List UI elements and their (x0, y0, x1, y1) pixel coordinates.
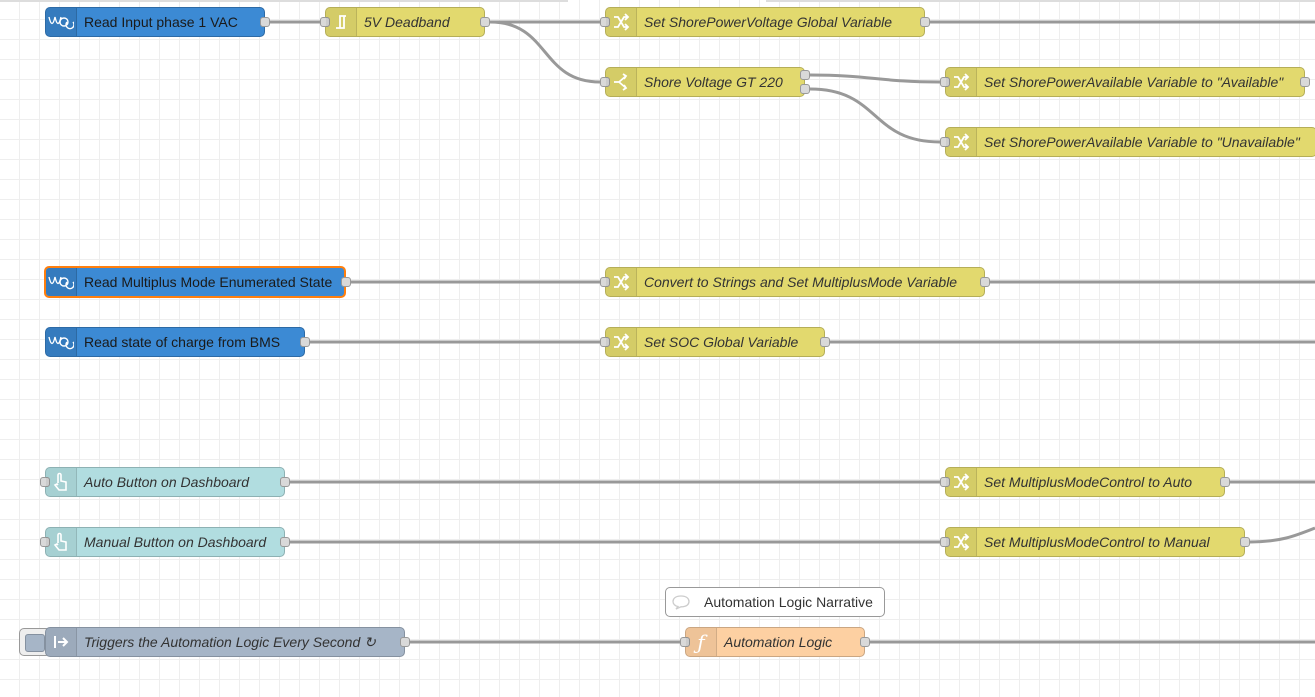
victron-icon (46, 268, 77, 296)
node-label: Set MultiplusModeControl to Auto (984, 474, 1193, 490)
wire (1249, 526, 1315, 544)
node-read-input-phase-1-vac[interactable]: Read Input phase 1 VAC (45, 7, 270, 37)
comment-icon (666, 588, 696, 616)
output-port[interactable] (920, 17, 930, 27)
node-label: Triggers the Automation Logic Every Seco… (84, 634, 376, 650)
node-automation-logic-narrative[interactable]: Automation Logic Narrative (665, 587, 885, 617)
change-icon (946, 68, 977, 96)
output-port[interactable] (1220, 477, 1230, 487)
output-port[interactable] (400, 637, 410, 647)
change-icon (606, 328, 637, 356)
node-label: Automation Logic (724, 634, 833, 650)
input-port[interactable] (600, 17, 610, 27)
node-auto-button[interactable]: Auto Button on Dashboard (40, 467, 290, 497)
change-icon (946, 528, 977, 556)
node-trigger-every-second[interactable]: Triggers the Automation Logic Every Seco… (45, 627, 410, 657)
node-label: Read Multiplus Mode Enumerated State (84, 274, 333, 290)
input-port[interactable] (40, 477, 50, 487)
wire (809, 87, 941, 144)
node-read-state-of-charge[interactable]: Read state of charge from BMS (45, 327, 310, 357)
wire (809, 73, 941, 84)
change-icon (946, 468, 977, 496)
change-icon (606, 268, 637, 296)
dashboard-button-icon (46, 528, 77, 556)
node-label: Automation Logic Narrative (704, 594, 873, 610)
node-set-mode-control-manual[interactable]: Set MultiplusModeControl to Manual (940, 527, 1250, 557)
input-port[interactable] (600, 337, 610, 347)
change-icon (946, 128, 977, 156)
output-port[interactable] (280, 537, 290, 547)
output-port[interactable] (820, 337, 830, 347)
node-label: Read state of charge from BMS (84, 334, 281, 350)
node-label: Set ShorePowerAvailable Variable to "Ava… (984, 74, 1284, 90)
node-label: Manual Button on Dashboard (84, 534, 267, 550)
change-icon (606, 8, 637, 36)
input-port[interactable] (940, 77, 950, 87)
canvas-top-edge (0, 0, 568, 2)
victron-icon (46, 328, 77, 356)
output-port[interactable] (800, 84, 810, 94)
node-manual-button[interactable]: Manual Button on Dashboard (40, 527, 290, 557)
input-port[interactable] (600, 77, 610, 87)
output-port[interactable] (300, 337, 310, 347)
deadband-icon (326, 8, 357, 36)
output-port[interactable] (480, 17, 490, 27)
node-5v-deadband[interactable]: 5V Deadband (320, 7, 490, 37)
output-port[interactable] (1300, 77, 1310, 87)
node-set-mode-control-auto[interactable]: Set MultiplusModeControl to Auto (940, 467, 1230, 497)
output-port[interactable] (980, 277, 990, 287)
node-label: Convert to Strings and Set MultiplusMode… (644, 274, 958, 290)
inject-icon (46, 628, 77, 656)
input-port[interactable] (940, 477, 950, 487)
node-label: Set MultiplusModeControl to Manual (984, 534, 1210, 550)
output-port[interactable] (1240, 537, 1250, 547)
node-set-shorepower-available[interactable]: Set ShorePowerAvailable Variable to "Ava… (940, 67, 1310, 97)
node-label: Auto Button on Dashboard (84, 474, 250, 490)
inject-button-face (25, 634, 45, 652)
node-read-multiplus-mode[interactable]: Read Multiplus Mode Enumerated State (44, 266, 351, 298)
node-label: Set ShorePowerVoltage Global Variable (644, 14, 893, 30)
output-port[interactable] (280, 477, 290, 487)
node-automation-logic[interactable]: ƒ Automation Logic (680, 627, 870, 657)
canvas-top-edge (766, 0, 1315, 2)
input-port[interactable] (940, 537, 950, 547)
input-port[interactable] (680, 637, 690, 647)
node-set-shorepowervoltage[interactable]: Set ShorePowerVoltage Global Variable (600, 7, 930, 37)
node-convert-multiplus-mode[interactable]: Convert to Strings and Set MultiplusMode… (600, 267, 990, 297)
input-port[interactable] (600, 277, 610, 287)
node-label: Set ShorePowerAvailable Variable to "Una… (984, 134, 1300, 150)
switch-icon (606, 68, 637, 96)
node-label: Shore Voltage GT 220 (644, 74, 783, 90)
node-set-shorepower-unavailable[interactable]: Set ShorePowerAvailable Variable to "Una… (940, 127, 1315, 157)
output-port[interactable] (341, 277, 351, 287)
input-port[interactable] (320, 17, 330, 27)
node-set-soc[interactable]: Set SOC Global Variable (600, 327, 830, 357)
output-port[interactable] (860, 637, 870, 647)
wire (489, 20, 601, 84)
dashboard-button-icon (46, 468, 77, 496)
function-icon: ƒ (686, 628, 717, 656)
input-port[interactable] (940, 137, 950, 147)
node-shore-voltage-gt-220[interactable]: Shore Voltage GT 220 (600, 67, 810, 97)
output-port[interactable] (800, 70, 810, 80)
victron-icon (46, 8, 77, 36)
node-label: Set SOC Global Variable (644, 334, 799, 350)
node-label: 5V Deadband (364, 14, 450, 30)
input-port[interactable] (40, 537, 50, 547)
node-label: Read Input phase 1 VAC (84, 14, 238, 30)
output-port[interactable] (260, 17, 270, 27)
